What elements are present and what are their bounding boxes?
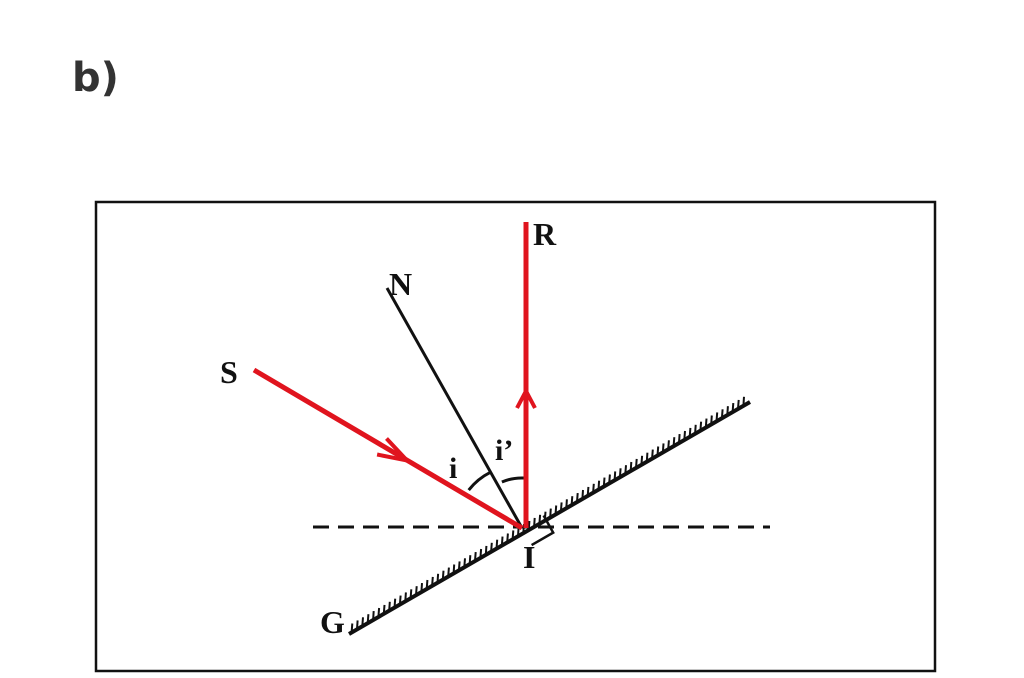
mirror-hatch-tick [479, 548, 483, 559]
mirror-hatch-tick [683, 430, 686, 441]
label-angle-i: i [449, 452, 457, 485]
mirror-hatch-tick [635, 458, 638, 468]
mirror-hatch-tick [704, 418, 708, 428]
mirror-hatch-tick [377, 607, 381, 618]
angle-i-arc [467, 470, 492, 492]
mirror-hatch-tick [720, 409, 724, 419]
mirror-hatch-tick [737, 399, 740, 409]
mirror-hatch-tick [656, 446, 660, 456]
mirror-hatch-tick [527, 520, 531, 531]
mirror-hatch-tick [457, 561, 461, 571]
mirror-hatch-tick [597, 480, 601, 490]
label-mirror-g: G [320, 604, 345, 640]
part-label: b) [72, 55, 119, 101]
mirror-hatch-tick [447, 567, 450, 577]
mirror-hatch-tick [715, 412, 719, 422]
mirror-hatch-tick [570, 496, 574, 506]
mirror-hatch-tick [565, 499, 568, 509]
mirror-hatch-tick [549, 508, 552, 518]
mirror-hatch-tick [624, 465, 627, 475]
mirror-hatch-tick [506, 533, 509, 543]
mirror-hatch-tick [431, 576, 434, 586]
mirror-hatch-tick [372, 611, 375, 621]
angle-i-prime-arc [501, 476, 525, 484]
mirror-hatch-tick [699, 421, 703, 431]
mirror-hatch-tick [393, 598, 397, 608]
label-normal-n: N [389, 266, 412, 302]
mirror-hatch-tick [474, 552, 477, 562]
mirror-hatch-tick [629, 461, 633, 472]
incident-ray [252, 367, 524, 531]
right-angle-marker [530, 514, 555, 547]
mirror-hatch-tick [350, 623, 354, 633]
mirror-hatch-tick [586, 486, 590, 496]
mirror-hatch-tick [554, 505, 558, 515]
mirror-hatch-tick [500, 536, 504, 546]
diagram-frame [94, 200, 937, 673]
mirror-hatch-tick [742, 396, 745, 406]
mirror-hatch-tick [731, 403, 735, 413]
plane-mirror [347, 396, 752, 636]
mirror-hatch-tick [602, 477, 606, 487]
mirror-hatch-tick [645, 452, 649, 462]
mirror-hatch-tick [484, 545, 488, 555]
mirror-hatch-tick [608, 474, 611, 484]
incident-ray-arrow [376, 437, 413, 464]
mirror-hatch-tick [404, 592, 407, 602]
mirror-hatch-tick [678, 434, 681, 444]
mirror-hatch-tick [366, 614, 370, 624]
mirror-hatch-tick [490, 542, 493, 552]
mirror-hatch-tick [409, 589, 413, 599]
mirror-hatch-tick [618, 468, 622, 478]
mirror-hatch-tick [463, 558, 466, 568]
mirror-hatch-tick [533, 517, 536, 527]
mirror-hatch-tick [651, 449, 654, 459]
mirror-hatching [350, 396, 745, 633]
mirror-hatch-tick [667, 440, 670, 450]
mirror-hatch-tick [613, 471, 617, 481]
mirror-hatch-tick [382, 604, 386, 614]
mirror-hatch-tick [420, 583, 423, 593]
mirror-hatch-tick [388, 601, 391, 611]
mirror-hatch-tick [415, 586, 418, 596]
mirror-hatch-tick [688, 427, 692, 437]
mirror-hatch-tick [576, 493, 579, 503]
mirror-hatch-tick [592, 483, 595, 493]
mirror-hatch-tick [425, 579, 429, 590]
mirror-hatch-tick [640, 455, 644, 465]
mirror-hatch-tick [361, 617, 364, 627]
mirror-hatch-tick [356, 620, 359, 630]
mirror-hatch-tick [495, 539, 499, 549]
label-source-s: S [220, 354, 238, 390]
mirror-hatch-tick [694, 424, 697, 434]
label-reflected-r: R [533, 216, 557, 252]
mirror-hatch-tick [661, 443, 665, 453]
mirror-hatch-tick [538, 514, 542, 524]
mirror-hatch-tick [436, 573, 440, 583]
mirror-hatch-tick [672, 437, 676, 447]
mirror-hatch-tick [726, 406, 729, 416]
mirror-hatch-tick [581, 489, 584, 500]
label-incidence-point-i: I [523, 539, 535, 575]
mirror-hatch-tick [468, 555, 472, 565]
mirror-hatch-tick [710, 415, 713, 425]
mirror-hatch-tick [511, 530, 515, 540]
mirror-hatch-tick [452, 564, 456, 574]
normal-line [385, 287, 524, 529]
mirror-hatch-tick [398, 595, 402, 605]
mirror-hatch-tick [441, 570, 445, 580]
label-angle-i-prime: i’ [495, 434, 513, 467]
mirror-hatch-tick [559, 502, 563, 512]
reflected-ray-arrow [515, 386, 537, 409]
